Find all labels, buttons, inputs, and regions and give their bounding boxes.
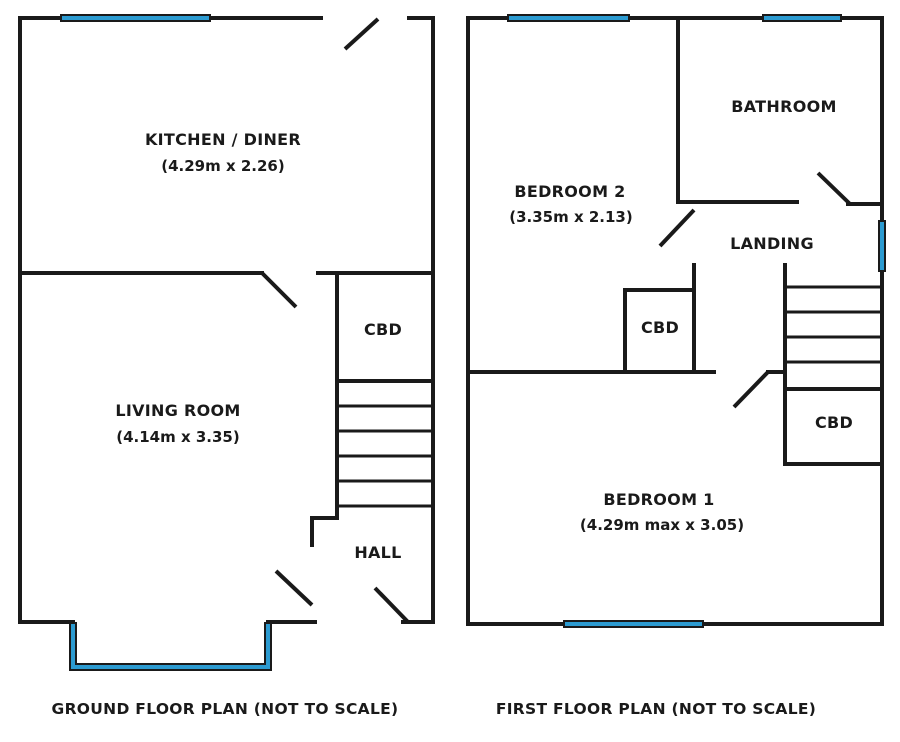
- hall-partition-wall: [310, 271, 339, 547]
- bedroom2-cupboard-walls: [623, 288, 696, 374]
- bathroom-label: BATHROOM: [731, 97, 837, 116]
- living-dims-label: (4.14m x 3.35): [116, 428, 239, 446]
- first-outer-walls: [466, 16, 884, 626]
- first-floor-plan: BATHROOM BEDROOM 2 (3.35m x 2.13) LANDIN…: [466, 14, 886, 718]
- ground-cupboard-label: CBD: [364, 320, 402, 339]
- living-room-door: [260, 271, 298, 309]
- landing-label: LANDING: [730, 234, 814, 253]
- bathroom-walls: [676, 16, 799, 204]
- hall-label: HALL: [354, 543, 401, 562]
- bedroom2-dims-label: (3.35m x 2.13): [509, 208, 632, 226]
- kitchen-name-label: KITCHEN / DINER: [145, 130, 301, 149]
- kitchen-dims-label: (4.29m x 2.26): [161, 157, 284, 175]
- bay-window: [69, 622, 272, 671]
- ground-floor-title: GROUND FLOOR PLAN (NOT TO SCALE): [52, 700, 399, 718]
- bedroom1-door: [732, 370, 770, 409]
- bedroom1-name-label: BEDROOM 1: [603, 490, 714, 509]
- bedroom2-door: [658, 208, 696, 248]
- living-hall-door: [274, 569, 314, 607]
- bedroom2-cupboard-label: CBD: [641, 318, 679, 337]
- ground-floor-plan: KITCHEN / DINER (4.29m x 2.26) LIVING RO…: [18, 14, 435, 718]
- living-name-label: LIVING ROOM: [115, 401, 240, 420]
- bedroom2-name-label: BEDROOM 2: [514, 182, 625, 201]
- front-door: [373, 586, 410, 624]
- bedroom1-dims-label: (4.29m max x 3.05): [580, 516, 744, 534]
- landing-cupboard-label: CBD: [815, 413, 853, 432]
- first-staircase: [785, 285, 882, 364]
- first-floor-title: FIRST FLOOR PLAN (NOT TO SCALE): [496, 700, 816, 718]
- kitchen-back-door: [343, 17, 380, 51]
- bathroom-door: [816, 171, 852, 206]
- landing-stair-walls: [783, 263, 884, 466]
- ground-staircase: [337, 404, 433, 508]
